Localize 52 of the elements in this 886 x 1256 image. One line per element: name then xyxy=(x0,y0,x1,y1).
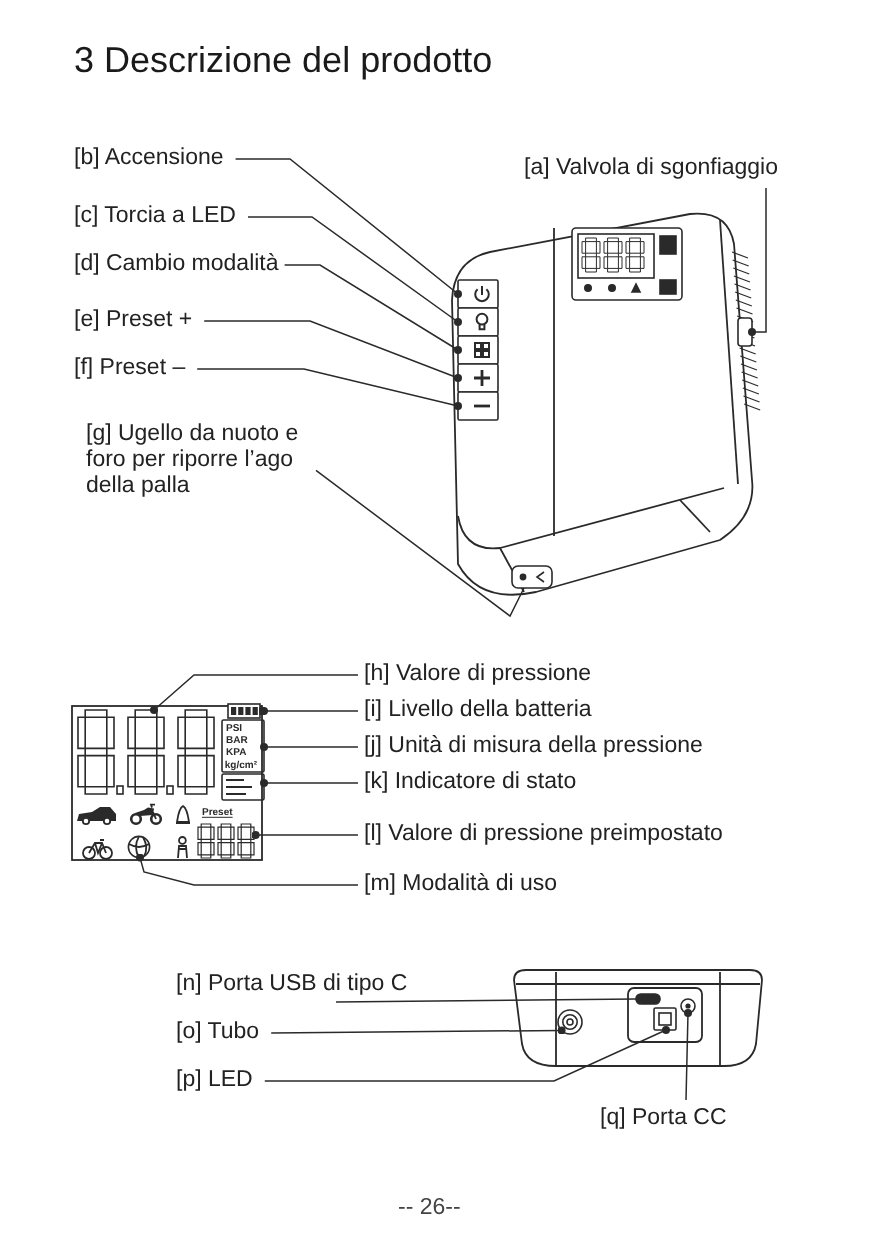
hose-connector xyxy=(557,1009,583,1035)
callout-label: [e] Preset + xyxy=(74,308,193,334)
nozzle-port xyxy=(511,565,553,589)
callout-label: [m] Modalità di uso xyxy=(364,872,558,898)
leader-line xyxy=(247,216,462,326)
mode-button xyxy=(457,335,499,365)
callout-label: [l] Valore di pressione preimpostato xyxy=(364,822,723,848)
callout-label: [f] Preset – xyxy=(74,356,186,382)
leader-line xyxy=(315,469,525,618)
leader-line xyxy=(150,674,359,714)
leader-line xyxy=(251,831,359,839)
leader-line xyxy=(264,1026,670,1082)
leader-line xyxy=(260,779,359,787)
status-panel xyxy=(221,773,265,801)
callout-label: [c] Torcia a LED xyxy=(74,204,236,230)
callout-label: [n] Porta USB di tipo C xyxy=(176,972,408,998)
leader-line xyxy=(196,368,462,410)
callout-label: [g] Ugello da nuoto e foro per riporre l’ago della palla xyxy=(86,422,310,500)
leader-line xyxy=(684,1009,692,1101)
plus-button xyxy=(457,363,499,393)
leader-line xyxy=(234,158,462,298)
callout-label: [a] Valvola di sgonfiaggio xyxy=(524,156,779,182)
callout-label: [h] Valore di pressione xyxy=(364,662,592,688)
page-number: -- 26-- xyxy=(398,1196,461,1222)
leader-line xyxy=(283,264,462,354)
callout-label: [d] Cambio modalità xyxy=(74,252,279,278)
callout-label: [o] Tubo xyxy=(176,1020,260,1046)
leader-line xyxy=(335,998,637,1003)
deflate-valve xyxy=(737,317,753,347)
callout-label: [p] LED xyxy=(176,1068,253,1094)
callout-label: [k] Indicatore di stato xyxy=(364,770,577,796)
ball-icon xyxy=(127,835,151,859)
leader-line xyxy=(748,187,767,336)
leader-line xyxy=(136,853,359,886)
page-title: 3 Descrizione del prodotto xyxy=(74,38,493,82)
leader-line xyxy=(270,1026,566,1035)
callout-label: [i] Livello della batteria xyxy=(364,698,592,724)
leader-line xyxy=(260,707,359,715)
preset-digits-drawing xyxy=(197,823,255,859)
battery-icon xyxy=(227,703,265,719)
light-button xyxy=(457,307,499,337)
callout-label: [b] Accensione xyxy=(74,146,224,172)
main-digits-drawing xyxy=(77,709,215,795)
usb-port xyxy=(635,993,661,1005)
callout-label: [j] Unità di misura della pressione xyxy=(364,734,703,760)
minus-button xyxy=(457,391,499,421)
power-button xyxy=(457,279,499,309)
leader-line xyxy=(203,320,462,382)
leader-line xyxy=(260,743,359,751)
indicator-light xyxy=(653,1007,677,1031)
unit-frame xyxy=(221,719,265,773)
callout-label: [q] Porta CC xyxy=(600,1106,727,1132)
